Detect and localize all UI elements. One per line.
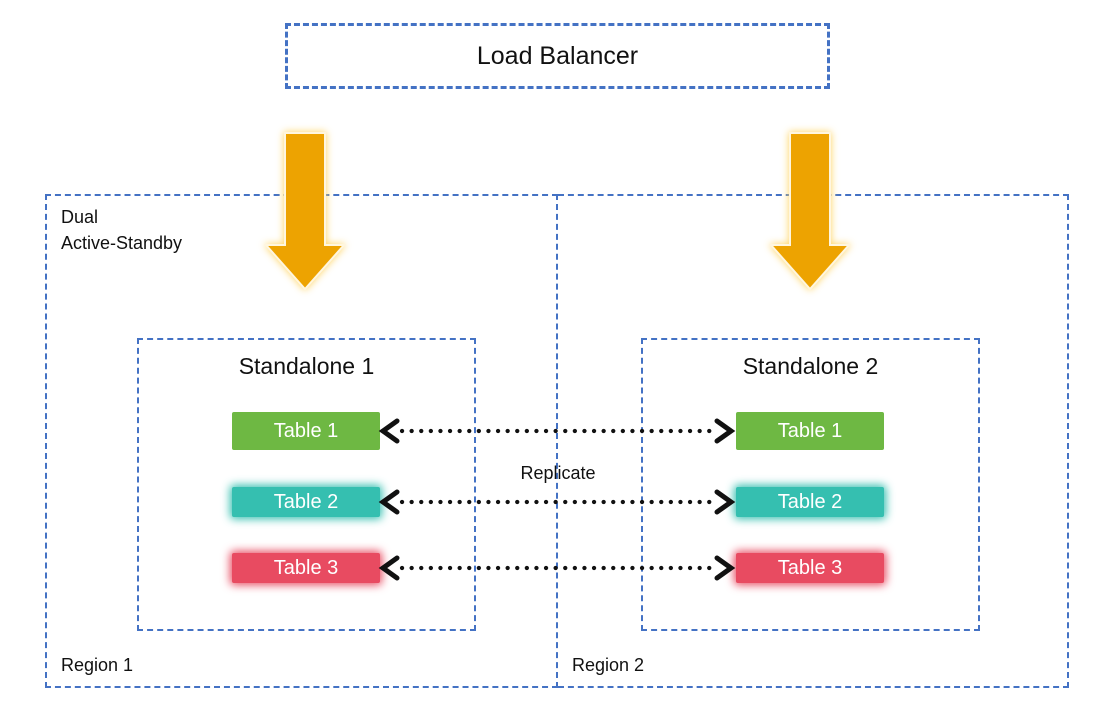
table-chip: Table 1 — [232, 412, 380, 450]
table-chip: Table 2 — [232, 487, 380, 517]
table-chip: Table 3 — [232, 553, 380, 583]
table-label: Table 3 — [273, 556, 339, 579]
table-label: Table 2 — [777, 490, 843, 513]
region-2-box: Standalone 2 Table 1 Table 2 Table 3 Reg… — [558, 194, 1069, 688]
table-chip: Table 3 — [736, 553, 884, 583]
replicate-label: Replicate — [520, 463, 596, 483]
load-balancer-label: Load Balancer — [476, 41, 639, 70]
standalone-1-box: Standalone 1 Table 1 Table 2 Table 3 — [137, 338, 476, 631]
table-label: Table 1 — [777, 419, 843, 442]
region-1-label: Region 1 — [61, 655, 134, 675]
standalone-2-box: Standalone 2 Table 1 Table 2 Table 3 — [641, 338, 980, 631]
region-1-box: Dual Active-Standby Standalone 1 Table 1… — [45, 194, 558, 688]
table-label: Table 3 — [777, 556, 843, 579]
standalone-1-title: Standalone 1 — [238, 353, 375, 379]
table-chip: Table 2 — [736, 487, 884, 517]
standalone-2-title: Standalone 2 — [742, 353, 879, 379]
load-balancer-box: Load Balancer — [285, 23, 830, 89]
table-label: Table 2 — [273, 490, 339, 513]
table-chip: Table 1 — [736, 412, 884, 450]
table-label: Table 1 — [273, 419, 339, 442]
region-2-label: Region 2 — [572, 655, 645, 675]
region-1-tag: Dual Active-Standby — [61, 207, 183, 254]
